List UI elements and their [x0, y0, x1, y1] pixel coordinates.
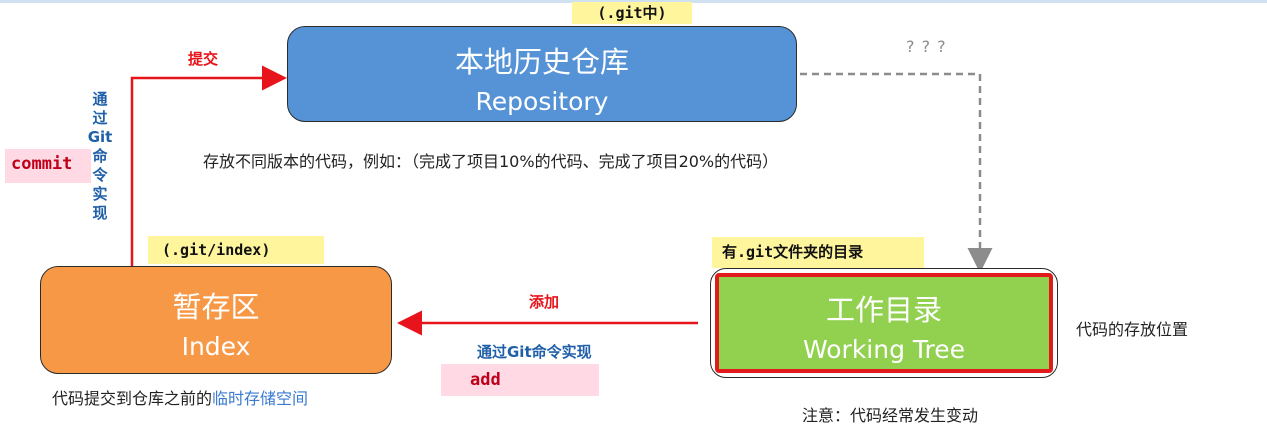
- commit-via-git-label: 通 过 Git 命 令 实 现: [87, 90, 113, 222]
- working-dir-label: 有.git文件夹的目录: [712, 237, 924, 268]
- top-divider-line: [0, 0, 1267, 3]
- git-dir-label: (.git中): [572, 2, 692, 24]
- add-via-git-label: 通过Git命令实现: [477, 343, 592, 361]
- commit-command: commit: [5, 149, 91, 183]
- add-command: add: [441, 364, 599, 396]
- index-box: 暂存区 Index: [40, 266, 392, 374]
- index-title: 暂存区: [172, 290, 260, 324]
- working-tree-side-caption: 代码的存放位置: [1076, 320, 1189, 339]
- git-index-label: (.git/index): [148, 236, 324, 264]
- working-tree-title: 工作目录: [825, 293, 942, 327]
- commit-arrow: [130, 65, 287, 266]
- checkout-dashed-arrow: [800, 72, 993, 273]
- commit-label: 提交: [188, 50, 219, 68]
- add-label: 添加: [529, 293, 560, 311]
- unknown-operation-label: ? ? ?: [906, 37, 947, 56]
- index-subtitle: Index: [181, 332, 251, 361]
- index-caption: 代码提交到仓库之前的临时存储空间: [52, 389, 309, 408]
- repository-box: 本地历史仓库 Repository: [287, 26, 797, 122]
- working-tree-box: 工作目录 Working Tree: [715, 273, 1053, 373]
- repository-caption: 存放不同版本的代码，例如：（完成了项目10%的代码、完成了项目20%的代码）: [203, 152, 779, 171]
- repository-subtitle: Repository: [475, 87, 609, 116]
- working-tree-bottom-caption: 注意：代码经常发生变动: [802, 406, 979, 425]
- working-tree-subtitle: Working Tree: [803, 335, 965, 364]
- index-caption-highlight: 临时存储空间: [212, 389, 309, 408]
- repository-title: 本地历史仓库: [454, 45, 629, 79]
